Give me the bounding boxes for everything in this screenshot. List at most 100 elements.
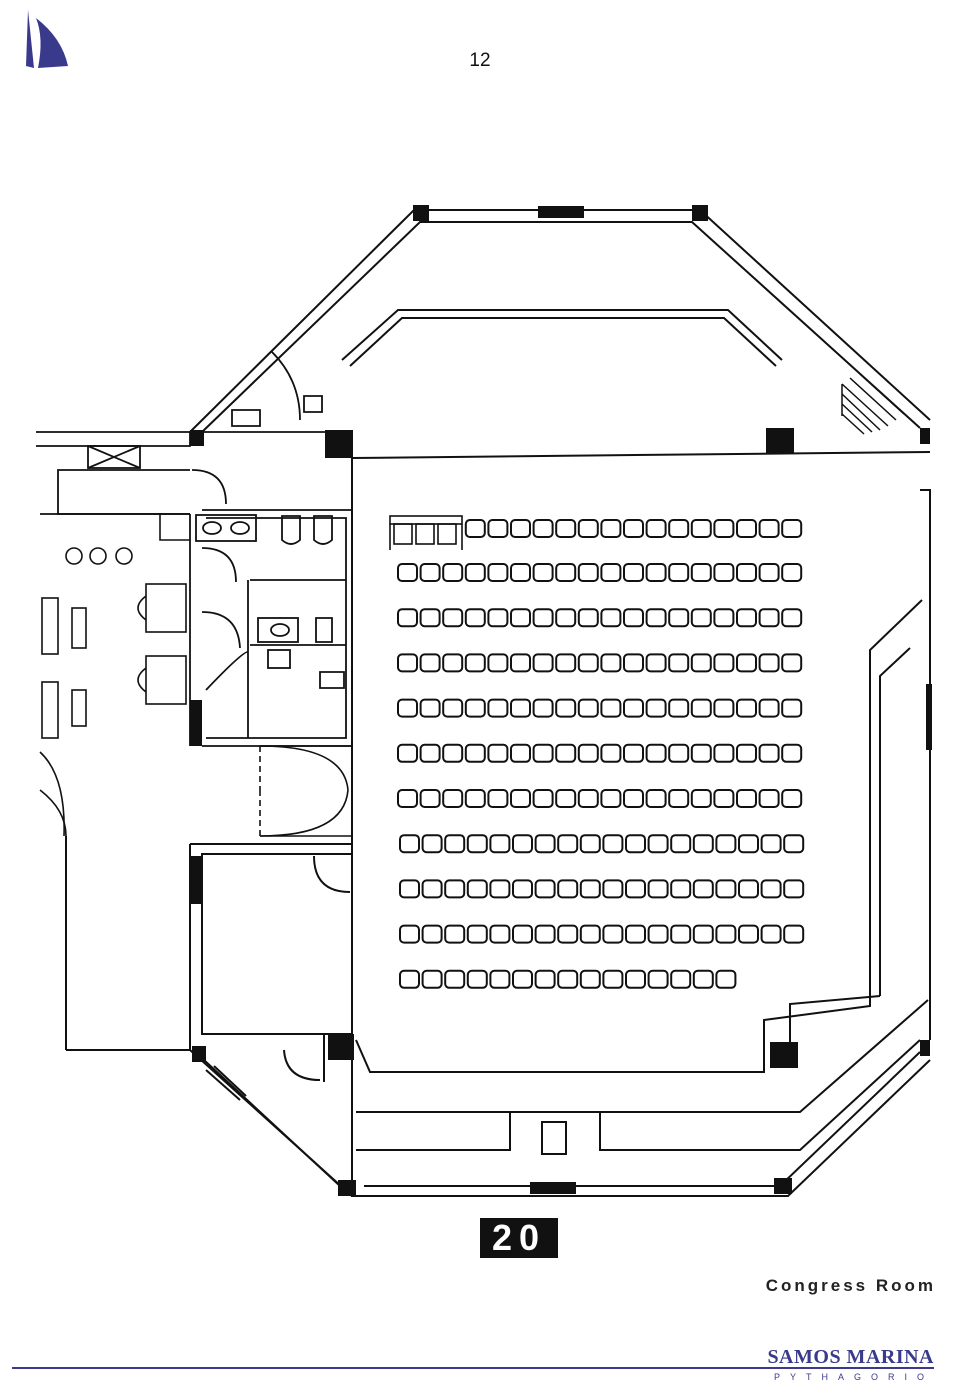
seat — [442, 743, 464, 763]
seat — [421, 834, 443, 854]
seat — [713, 698, 735, 718]
seat — [397, 608, 418, 628]
seat — [668, 608, 690, 628]
seat — [625, 969, 646, 989]
seat — [600, 608, 622, 628]
seat — [444, 969, 466, 989]
seat — [512, 879, 533, 899]
seat — [758, 519, 780, 538]
seat — [466, 834, 488, 854]
seat — [555, 698, 577, 718]
seat — [623, 519, 644, 538]
seat — [602, 969, 624, 989]
seat — [668, 789, 690, 808]
seat — [645, 653, 667, 673]
seat — [602, 834, 624, 854]
seat — [510, 653, 531, 673]
seat — [715, 924, 737, 944]
seat — [577, 653, 599, 673]
seat — [647, 834, 669, 854]
seat — [692, 969, 714, 989]
seat — [690, 563, 712, 582]
seat — [510, 563, 531, 582]
lobby-furniture — [39, 514, 190, 837]
seat — [645, 608, 667, 628]
seat — [534, 924, 556, 944]
seat — [579, 834, 601, 854]
seat — [532, 563, 554, 582]
seat — [647, 969, 669, 989]
stairs — [841, 373, 905, 435]
seat — [579, 879, 601, 899]
seat — [736, 789, 757, 808]
seat — [781, 698, 803, 718]
capacity-badge: 20 — [480, 1218, 558, 1258]
seat — [444, 924, 466, 944]
seat — [623, 563, 644, 582]
seat — [532, 608, 554, 628]
seat — [557, 834, 579, 854]
seat — [397, 743, 418, 763]
seat — [555, 563, 577, 582]
seat — [399, 834, 420, 854]
seat — [464, 789, 486, 808]
seat — [600, 563, 622, 582]
brand-name: SAMOS MARINA — [767, 1346, 934, 1368]
seat — [532, 653, 554, 673]
seat — [668, 519, 690, 538]
seat — [534, 969, 556, 989]
seat — [736, 608, 757, 628]
seat — [532, 698, 554, 718]
seat — [781, 653, 803, 673]
seat — [783, 834, 805, 854]
seat — [758, 653, 780, 673]
seat — [555, 789, 577, 808]
seat — [397, 698, 418, 718]
stage-edge-inner — [349, 317, 777, 367]
seat — [442, 608, 464, 628]
seat — [625, 879, 646, 899]
seat — [623, 698, 644, 718]
seat — [555, 608, 577, 628]
seat — [466, 969, 488, 989]
seat — [758, 743, 780, 763]
seat — [397, 789, 418, 808]
seat — [510, 519, 531, 538]
seat — [602, 879, 624, 899]
seat — [738, 834, 759, 854]
seat — [399, 879, 420, 899]
seat — [692, 879, 714, 899]
seat — [715, 879, 737, 899]
seat — [464, 743, 486, 763]
seat — [419, 653, 441, 673]
seat — [397, 563, 418, 582]
seat — [487, 789, 509, 808]
seat — [713, 653, 735, 673]
seat — [510, 608, 531, 628]
seat — [557, 879, 579, 899]
seat — [623, 653, 644, 673]
seat — [487, 743, 509, 763]
seat — [690, 789, 712, 808]
seat — [442, 698, 464, 718]
seat — [487, 563, 509, 582]
page-number: 12 — [469, 50, 491, 71]
seat — [399, 969, 420, 989]
seat — [444, 879, 466, 899]
seat — [487, 653, 509, 673]
seat — [600, 789, 622, 808]
seat — [758, 789, 780, 808]
seat — [738, 924, 759, 944]
seat — [625, 924, 646, 944]
seat — [512, 834, 533, 854]
seat — [419, 608, 441, 628]
seat — [399, 924, 420, 944]
seat — [442, 653, 464, 673]
seat — [625, 834, 646, 854]
seat — [645, 563, 667, 582]
seat — [645, 789, 667, 808]
seat — [421, 924, 443, 944]
seat — [713, 608, 735, 628]
seat — [464, 608, 486, 628]
